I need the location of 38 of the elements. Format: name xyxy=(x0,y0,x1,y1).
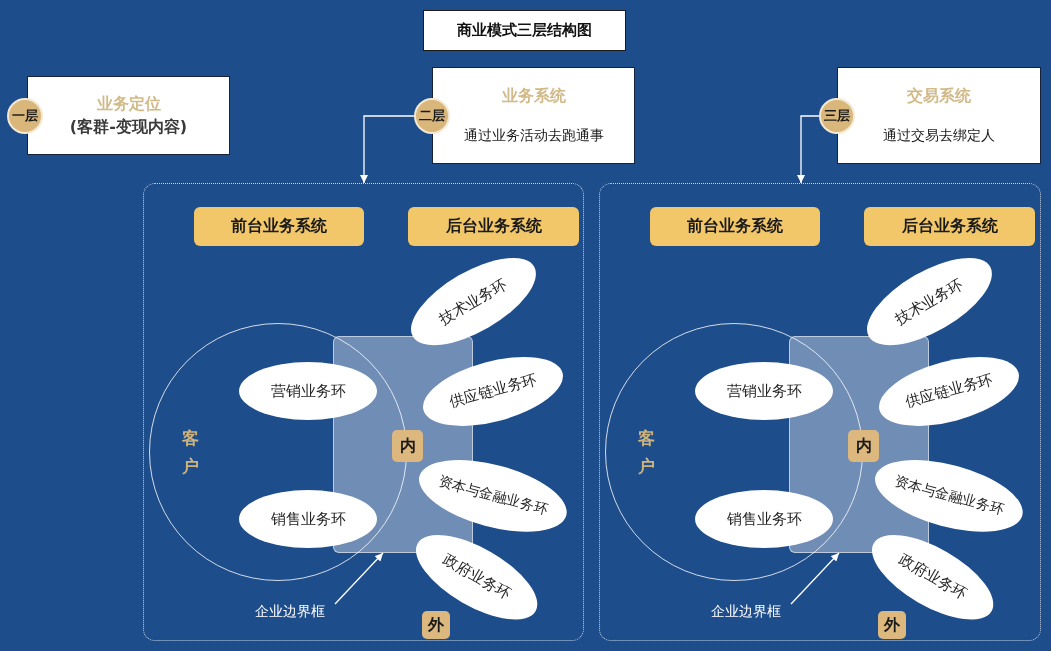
business-loop-ellipse: 销售业务环 xyxy=(695,490,833,548)
business-loop-ellipse: 供应链业务环 xyxy=(423,356,563,426)
arrow xyxy=(797,115,820,184)
circle-label: 客户 xyxy=(181,427,199,478)
business-loop-ellipse: 资本与金融业务环 xyxy=(875,460,1023,532)
business-loop-ellipse: 供应链业务环 xyxy=(879,356,1019,426)
card-heading: 交易系统 xyxy=(907,86,971,107)
business-loop-ellipse: 资本与金融业务环 xyxy=(419,460,567,532)
card-text: (客群-变现内容) xyxy=(69,116,188,138)
card-text: 通过业务活动去跑通事 xyxy=(463,127,604,145)
business-loop-ellipse: 技术业务环 xyxy=(866,258,992,346)
business-loop-ellipse: 技术业务环 xyxy=(410,258,536,346)
outer-tag: 外 xyxy=(878,611,906,639)
section-header: 后台业务系统 xyxy=(864,207,1035,246)
business-loop-ellipse: 营销业务环 xyxy=(239,362,377,420)
arrow xyxy=(334,552,384,605)
business-loop-ellipse: 营销业务环 xyxy=(695,362,833,420)
diagram-title: 商业模式三层结构图 xyxy=(423,10,626,51)
circle-label: 客户 xyxy=(637,427,655,478)
annotation-text: 企业边界框 xyxy=(245,602,335,622)
card-heading: 业务定位 xyxy=(96,93,161,115)
info-card xyxy=(432,67,635,164)
layer-badge: 一层 xyxy=(7,98,43,134)
business-loop-ellipse: 销售业务环 xyxy=(239,490,377,548)
arrow xyxy=(360,115,415,184)
outer-tag: 外 xyxy=(422,611,450,639)
card-text: 通过交易去绑定人 xyxy=(883,127,995,145)
layer-badge: 二层 xyxy=(414,98,450,134)
section-header: 后台业务系统 xyxy=(408,207,579,246)
card-heading: 业务系统 xyxy=(501,86,566,107)
inner-tag: 内 xyxy=(848,430,879,462)
layer-badge: 三层 xyxy=(819,98,855,134)
arrow xyxy=(790,552,840,605)
section-header: 前台业务系统 xyxy=(650,207,820,246)
annotation-text: 企业边界框 xyxy=(701,602,791,622)
inner-tag: 内 xyxy=(392,430,423,462)
info-card xyxy=(837,67,1041,164)
section-header: 前台业务系统 xyxy=(194,207,364,246)
